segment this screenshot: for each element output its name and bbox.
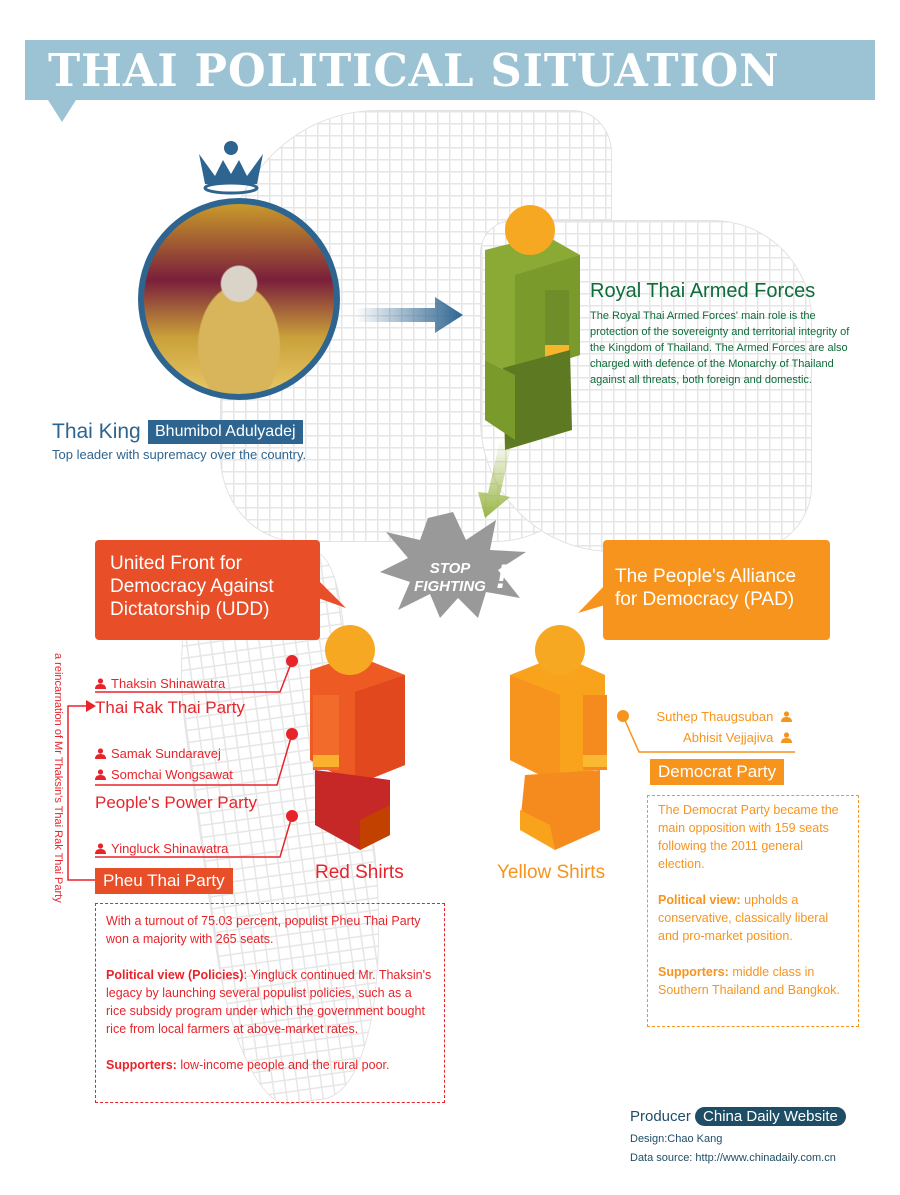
person-name: Abhisit Vejjajiva bbox=[683, 730, 774, 745]
udd-details-box: With a turnout of 75.03 percent, populis… bbox=[95, 903, 445, 1103]
page-title: THAI POLITICAL SITUATION bbox=[48, 44, 780, 97]
person-name: Somchai Wongsawat bbox=[111, 767, 233, 782]
red-shirts-label: Red Shirts bbox=[315, 862, 404, 883]
view-text: : Yingluck continued Mr. Thaksin's legac… bbox=[106, 968, 432, 1036]
pad-details-box: The Democrat Party became the main oppos… bbox=[647, 795, 859, 1027]
burst-line-2: FIGHTING bbox=[414, 578, 486, 595]
view-text: upholds a conservative, classically libe… bbox=[658, 893, 829, 943]
person-suthep: Suthep Thaugsuban bbox=[640, 709, 792, 724]
reincarnation-bracket bbox=[67, 700, 96, 881]
pad-view: Political view: upholds a conservative, … bbox=[658, 891, 848, 945]
exclamation-mark: ! bbox=[496, 558, 508, 596]
party-pheu-thai: Pheu Thai Party bbox=[95, 868, 233, 894]
person-icon bbox=[95, 678, 106, 689]
producer-label: Producer bbox=[630, 1108, 691, 1125]
arrow-right-icon bbox=[355, 297, 463, 333]
king-label: Thai King bbox=[52, 420, 141, 443]
person-icon bbox=[781, 711, 792, 722]
person-samak: Samak Sundaravej bbox=[95, 746, 221, 761]
supporters-text: low-income people and the rural poor. bbox=[176, 1058, 390, 1072]
person-thaksin: Thaksin Shinawatra bbox=[95, 676, 225, 691]
udd-supporters: Supporters: low-income people and the ru… bbox=[106, 1056, 434, 1074]
person-name: Yingluck Shinawatra bbox=[111, 841, 229, 856]
arrow-down-icon bbox=[478, 440, 512, 518]
person-name: Thaksin Shinawatra bbox=[111, 676, 226, 691]
view-label: Political view (Policies) bbox=[106, 968, 244, 982]
supporters-text: middle class in Southern Thailand and Ba… bbox=[658, 965, 840, 997]
armed-forces-description: The Royal Thai Armed Forces' main role i… bbox=[590, 310, 850, 386]
udd-callout-tail bbox=[318, 580, 346, 608]
red-shirts-figure bbox=[310, 625, 405, 850]
reincarnation-note: a reincarnation of Mr Thaksin's Thai Rak… bbox=[52, 653, 64, 903]
person-icon bbox=[95, 748, 106, 759]
producer-badge: China Daily Website bbox=[695, 1107, 846, 1126]
party-thai-rak-thai: Thai Rak Thai Party bbox=[95, 698, 245, 717]
party-democrat: Democrat Party bbox=[650, 759, 785, 785]
pad-callout: The People's Alliance for Democracy (PAD… bbox=[603, 540, 830, 640]
producer-credit: Producer China Daily Website bbox=[630, 1107, 846, 1126]
person-name: Samak Sundaravej bbox=[111, 746, 221, 761]
yellow-shirts-label: Yellow Shirts bbox=[497, 862, 606, 883]
democrat-connector bbox=[617, 710, 795, 753]
armed-forces-figure bbox=[485, 205, 580, 450]
crown-icon bbox=[199, 141, 263, 195]
pad-intro: The Democrat Party became the main oppos… bbox=[658, 803, 839, 871]
supporters-label: Supporters: bbox=[658, 965, 729, 979]
armed-forces-title: Royal Thai Armed Forces bbox=[590, 280, 816, 302]
party-connectors bbox=[95, 655, 298, 858]
person-icon bbox=[95, 769, 106, 780]
person-icon bbox=[781, 732, 792, 743]
party-peoples-power: People's Power Party bbox=[95, 793, 257, 812]
person-abhisit: Abhisit Vejjajiva bbox=[640, 730, 792, 745]
king-description: Top leader with supremacy over the count… bbox=[52, 447, 307, 462]
header-banner bbox=[25, 40, 875, 100]
person-yingluck: Yingluck Shinawatra bbox=[95, 841, 228, 856]
thailand-map-east bbox=[480, 220, 812, 552]
pad-supporters: Supporters: middle class in Southern Tha… bbox=[658, 963, 848, 999]
person-female-icon bbox=[95, 843, 106, 854]
yellow-shirts-figure bbox=[510, 625, 607, 850]
burst-line-1: STOP bbox=[429, 560, 471, 577]
king-portrait bbox=[138, 198, 340, 400]
supporters-label: Supporters: bbox=[106, 1058, 177, 1072]
design-credit: Design:Chao Kang bbox=[630, 1133, 723, 1145]
data-source: Data source: http://www.chinadaily.com.c… bbox=[630, 1152, 836, 1164]
stop-fighting-burst bbox=[380, 512, 526, 618]
person-somchai: Somchai Wongsawat bbox=[95, 767, 233, 782]
stop-fighting-text: STOP FIGHTING bbox=[410, 560, 490, 596]
view-label: Political view: bbox=[658, 893, 741, 907]
header-pointer bbox=[48, 100, 76, 122]
udd-intro: With a turnout of 75.03 percent, populis… bbox=[106, 914, 421, 946]
king-name-badge: Bhumibol Adulyadej bbox=[148, 420, 303, 444]
udd-view: Political view (Policies): Yingluck cont… bbox=[106, 966, 434, 1038]
person-name: Suthep Thaugsuban bbox=[656, 709, 774, 724]
pad-callout-tail bbox=[578, 585, 605, 613]
udd-callout: United Front for Democracy Against Dicta… bbox=[95, 540, 320, 640]
